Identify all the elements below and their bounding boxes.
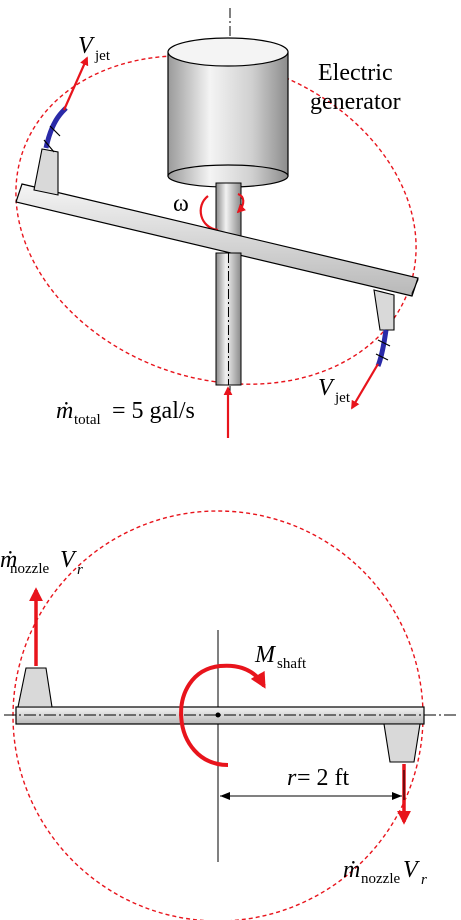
nozzle-right-bottom [383,723,421,763]
right-mdot-main: ṁ [343,857,360,883]
sprinkler-arm-top [15,183,419,297]
moment-arrow [179,663,266,767]
vjet-bottom-sub: jet [334,390,351,406]
top-figure: ω Electric generator [15,8,419,438]
omega-rotation-arrow [199,195,219,232]
lower-shaft [215,252,242,386]
mdot-total-main: ṁ [56,398,73,424]
vjet-top-main: V [78,33,95,59]
right-vr-sub: r [421,872,427,888]
sprinkler-arm-bottom [4,706,458,725]
mdot-total-sub: total [74,412,101,428]
left-vr-sub: r [77,562,83,578]
generator-label-line2: generator [310,89,401,115]
bottom-figure: ṁ nozzle V r M shaft r = 2 ft ṁ nozzle V… [0,510,458,920]
generator-label-line1: Electric [318,60,393,86]
nozzle-left-bottom [17,667,53,708]
omega-label: ω [173,191,189,217]
vjet-arrow-bottom [351,363,379,410]
moment-main: M [254,642,277,668]
radius-main: r [287,765,297,791]
vjet-top-sub: jet [94,48,111,64]
right-vr-main: V [403,857,420,883]
left-mdot-main: ṁ [0,547,17,573]
right-mdot-sub: nozzle [361,871,400,887]
moment-sub: shaft [277,656,307,672]
radius-dimension [220,770,405,800]
left-vr-main: V [60,547,77,573]
vjet-bottom-main: V [318,375,335,401]
left-mdot-sub: nozzle [10,561,49,577]
nozzle-right-top [373,289,395,367]
mdot-total-value: = 5 gal/s [112,398,195,424]
electric-generator [167,37,289,188]
radius-value: = 2 ft [297,765,350,791]
vjet-arrow-top [62,56,89,111]
